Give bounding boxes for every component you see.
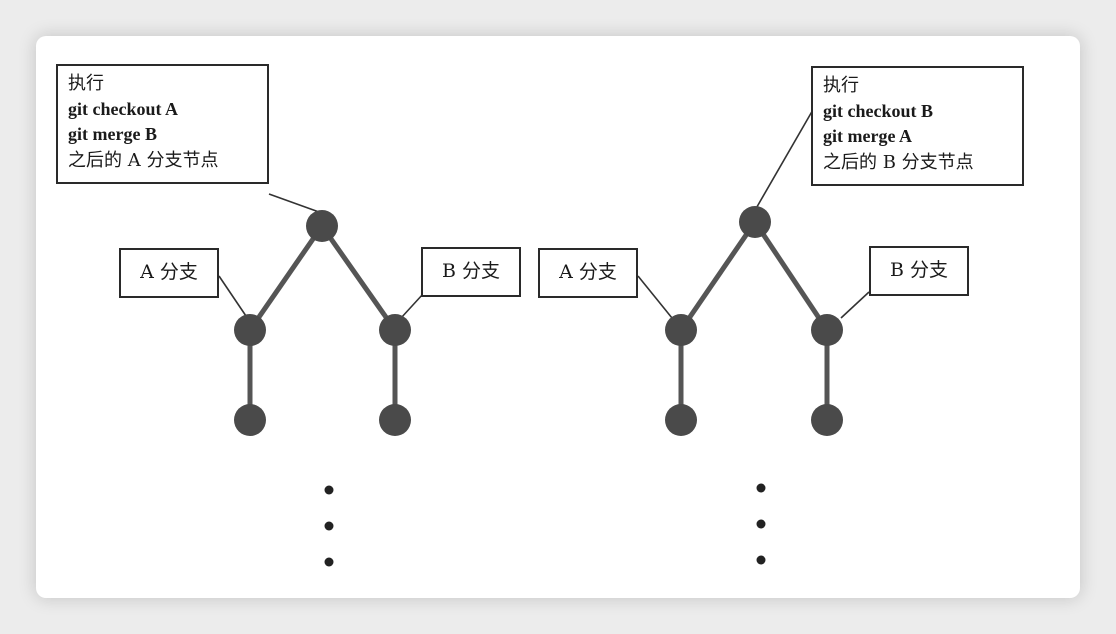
left-merge-node (306, 210, 338, 242)
left-merge-box-line-1: 执行 (68, 73, 104, 94)
right-merge-explanation-box: 执行 git checkout B git merge A 之后的 B 分支节点 (811, 66, 1024, 186)
right-edge-merge-to-a (678, 220, 758, 332)
left-merge-box-line-3: git merge B (68, 124, 157, 144)
right-continuation-dot (756, 483, 766, 493)
left-branch-a-node (234, 314, 266, 346)
left-edge-merge-to-a (247, 224, 325, 332)
right-merge-box-line-3: git merge A (823, 126, 912, 146)
right-continuation-dot (756, 519, 766, 529)
right-branch-b-label: B 分支 (869, 246, 969, 296)
left-continuation-dot (324, 521, 334, 531)
left-branch-a-leader-line (218, 275, 247, 317)
right-branch-a-node (665, 314, 697, 346)
left-merge-explanation-box: 执行 git checkout A git merge B 之后的 A 分支节点 (56, 64, 269, 184)
right-branch-b-prev-node (811, 404, 843, 436)
right-merge-box-line-2: git checkout B (823, 100, 933, 121)
left-merge-box-line-4: 之后的 A 分支节点 (68, 149, 219, 171)
right-graph (637, 107, 870, 565)
left-branch-b-node (379, 314, 411, 346)
left-merge-leader-line (268, 193, 320, 213)
right-branch-b-leader-line (840, 291, 870, 319)
left-edge-merge-to-b (319, 224, 398, 332)
right-branch-a-leader-line (637, 275, 673, 319)
right-merge-box-line-4: 之后的 B 分支节点 (823, 151, 974, 173)
left-merge-box-line-2: git checkout A (68, 98, 178, 119)
git-merge-diagram (218, 107, 870, 567)
left-branch-b-label: B 分支 (421, 247, 521, 297)
right-continuation-dot (756, 555, 766, 565)
left-graph (218, 193, 424, 567)
left-continuation-dot (324, 485, 334, 495)
left-branch-a-label: A 分支 (119, 248, 219, 298)
right-merge-node (739, 206, 771, 238)
diagram-card: 执行 git checkout A git merge B 之后的 A 分支节点… (36, 36, 1080, 598)
left-continuation-dot (324, 557, 334, 567)
right-edge-merge-to-b (752, 220, 830, 332)
right-merge-leader-line (753, 107, 815, 213)
right-merge-box-line-1: 执行 (823, 75, 859, 96)
left-branch-b-prev-node (379, 404, 411, 436)
right-branch-a-prev-node (665, 404, 697, 436)
right-branch-a-label: A 分支 (538, 248, 638, 298)
right-branch-b-node (811, 314, 843, 346)
left-branch-b-leader-line (400, 293, 424, 319)
left-branch-a-prev-node (234, 404, 266, 436)
